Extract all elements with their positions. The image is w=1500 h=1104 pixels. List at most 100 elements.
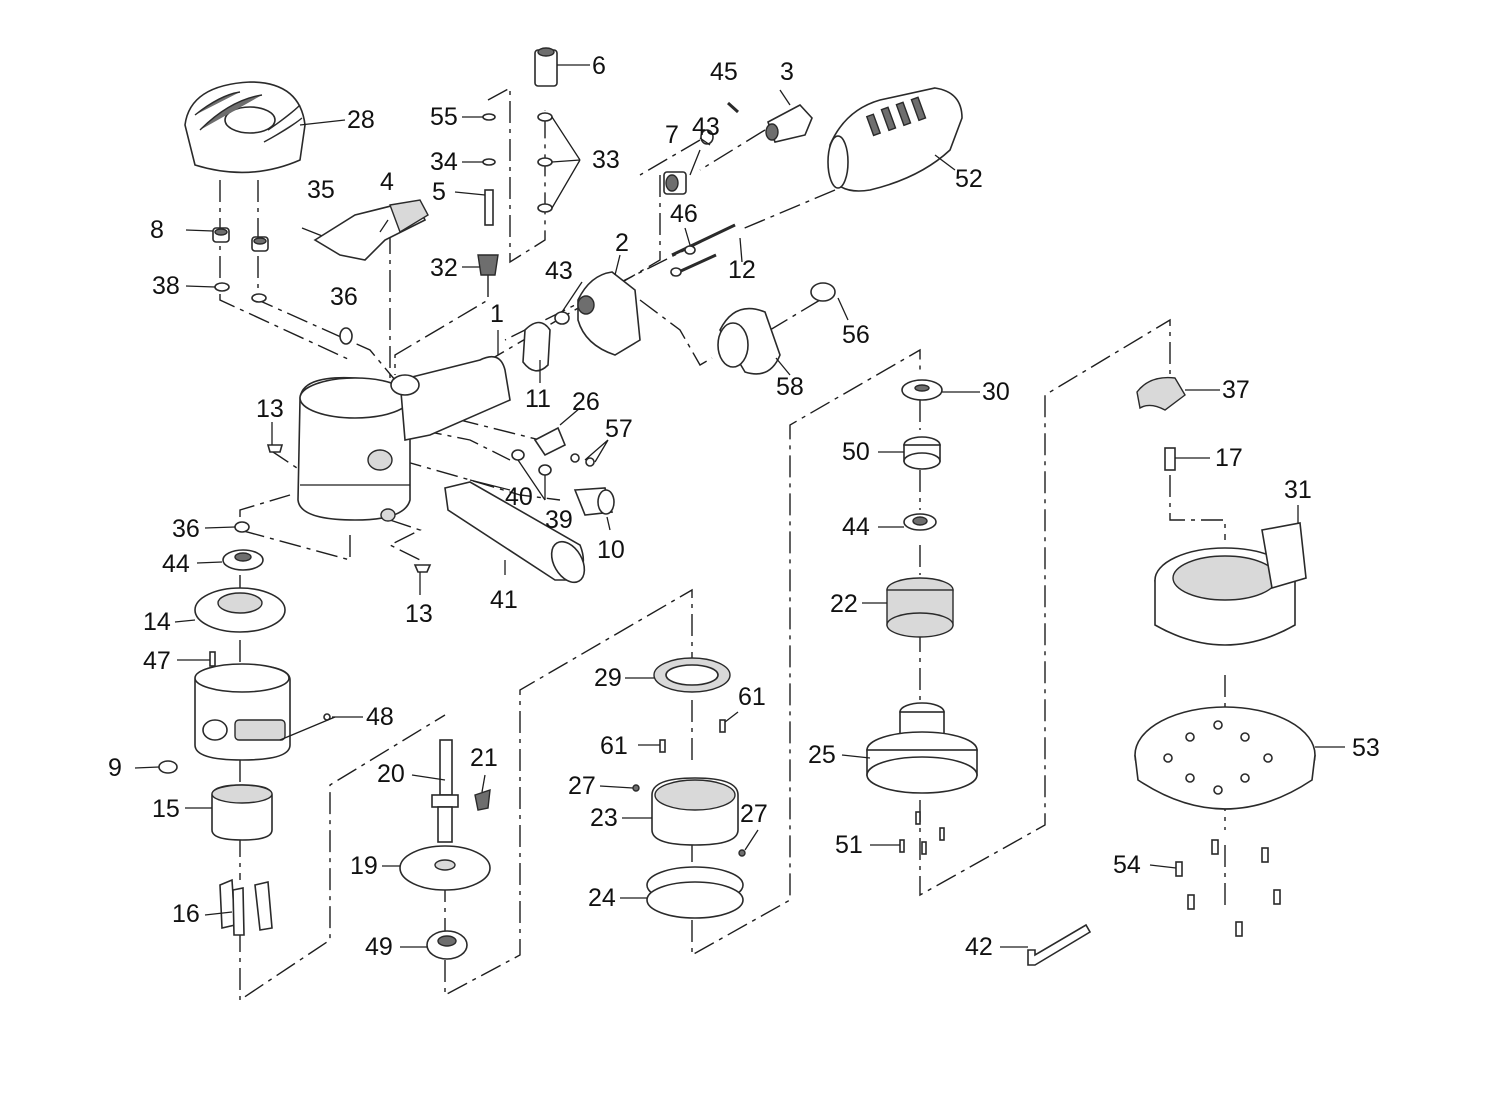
label-15: 15: [152, 795, 180, 823]
part-37-clip: [1136, 376, 1186, 411]
label-37: 37: [1222, 376, 1250, 404]
part-16-vanes: [219, 878, 273, 936]
part-6-valve: [534, 47, 558, 87]
part-36-clip-lower: [234, 521, 250, 533]
part-14-bearing-plate: [194, 587, 286, 633]
part-58-muffler: [717, 307, 781, 375]
label-46: 46: [670, 200, 698, 228]
label-29: 29: [594, 664, 622, 692]
part-10-adjuster: [573, 487, 615, 516]
part-12-bolts: [670, 223, 736, 277]
label-16: 16: [172, 900, 200, 928]
label-40: 40: [505, 483, 533, 511]
label-61-b: 61: [600, 732, 628, 760]
label-17: 17: [1215, 444, 1243, 472]
part-24-ring: [646, 866, 744, 919]
label-21: 21: [470, 744, 498, 772]
label-44-b: 44: [842, 513, 870, 541]
part-44-bearing-right: [903, 513, 937, 531]
part-61-pin-a: [659, 739, 666, 753]
part-cylinder: [194, 663, 291, 761]
part-9-ring: [158, 760, 178, 774]
label-22: 22: [830, 590, 858, 618]
part-41-side-handle: [444, 481, 586, 584]
part-36-clip: [339, 327, 353, 345]
label-51: 51: [835, 831, 863, 859]
part-3-inlet: [765, 104, 813, 143]
label-41: 41: [490, 586, 518, 614]
label-8: 8: [150, 216, 164, 244]
label-56: 56: [842, 321, 870, 349]
part-30-washer: [901, 379, 943, 401]
part-25-spindle: [866, 702, 978, 794]
label-2: 2: [615, 229, 629, 257]
part-23-ring-gear: [651, 777, 739, 846]
label-53: 53: [1352, 734, 1380, 762]
part-15-rotor: [211, 784, 273, 841]
label-57: 57: [605, 415, 633, 443]
part-61-pin-b: [719, 719, 726, 733]
part-29-ring-inner: [665, 664, 719, 686]
part-51-pins: [899, 811, 945, 855]
part-43-ring: [554, 311, 570, 325]
part-54-screws: [1175, 839, 1281, 937]
label-61-a: 61: [738, 683, 766, 711]
part-49-bearing: [426, 930, 468, 960]
label-20: 20: [377, 760, 405, 788]
part-52-grip-sleeve: [827, 87, 963, 192]
part-27-screw-b: [738, 849, 746, 857]
part-7-inlet-bushing: [663, 171, 687, 195]
label-47: 47: [143, 647, 171, 675]
leader-lines: [134, 64, 1345, 948]
part-17-screw: [1164, 447, 1176, 471]
part-20-shaft: [431, 739, 459, 843]
part-27-screw-a: [632, 784, 640, 792]
part-4-lever: [301, 199, 429, 261]
part-39-ring: [511, 449, 525, 461]
label-28: 28: [347, 106, 375, 134]
part-39-ring-2: [538, 464, 552, 476]
label-54: 54: [1113, 851, 1141, 879]
label-38: 38: [152, 272, 180, 300]
label-55: 55: [430, 103, 458, 131]
part-47-pin: [209, 651, 216, 667]
label-27-a: 27: [568, 772, 596, 800]
label-5: 5: [432, 178, 446, 206]
label-39: 39: [545, 506, 573, 534]
label-30: 30: [982, 378, 1010, 406]
label-3: 3: [780, 58, 794, 86]
label-48: 48: [366, 703, 394, 731]
label-50: 50: [842, 438, 870, 466]
label-58: 58: [776, 373, 804, 401]
part-21-key: [474, 788, 491, 811]
part-45-pin: [726, 101, 740, 114]
label-25: 25: [808, 741, 836, 769]
part-5-valve-stem: [477, 189, 499, 276]
label-52: 52: [955, 165, 983, 193]
label-42: 42: [965, 933, 993, 961]
label-45: 45: [710, 58, 738, 86]
label-12: 12: [728, 256, 756, 284]
label-36-b: 36: [172, 515, 200, 543]
label-27-b: 27: [740, 800, 768, 828]
label-31: 31: [1284, 476, 1312, 504]
label-34: 34: [430, 148, 458, 176]
label-14: 14: [143, 608, 171, 636]
label-36-a: 36: [330, 283, 358, 311]
part-56-ring: [810, 282, 836, 302]
part-1-housing: [297, 355, 511, 522]
label-44-a: 44: [162, 550, 190, 578]
label-43-b: 43: [545, 257, 573, 285]
label-10: 10: [597, 536, 625, 564]
label-33: 33: [592, 146, 620, 174]
part-44-bearing: [222, 549, 264, 571]
label-23: 23: [590, 804, 618, 832]
label-7: 7: [665, 121, 679, 149]
part-labels: 1 2 3 4 5 6 7 8 9 10 11 12 13 13 14 15 1…: [108, 52, 1380, 961]
label-35: 35: [307, 176, 335, 204]
label-9: 9: [108, 754, 122, 782]
label-11: 11: [525, 385, 551, 413]
label-24: 24: [588, 884, 616, 912]
part-26-valve-assembly: [533, 426, 595, 467]
